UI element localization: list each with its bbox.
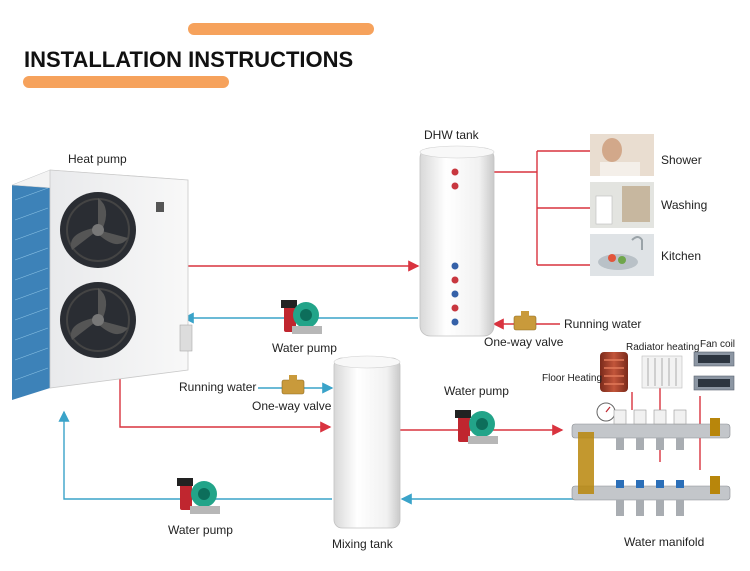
title-banner: INSTALLATION INSTRUCTIONS [23,23,374,88]
label-one-way-valve-mid: One-way valve [252,399,332,413]
heat-pump-unit: Heat pump [11,152,193,400]
hp-connector [179,324,193,352]
label-washing: Washing [661,198,707,212]
one-way-valve-top: Running water One-way valve [484,311,641,349]
label-heat-pump: Heat pump [68,152,127,166]
page-title: INSTALLATION INSTRUCTIONS [24,47,353,72]
label-one-way-valve-top: One-way valve [484,335,564,349]
label-water-manifold: Water manifold [624,535,704,549]
label-kitchen: Kitchen [661,249,701,263]
label-running-water-top: Running water [564,317,641,331]
pipes [58,150,701,505]
label-fan-coil: Fan coil [700,339,735,350]
pipe-mixing-to-hp [58,410,332,500]
label-running-water-mid: Running water [179,380,256,394]
label-mixing-tank: Mixing tank [332,537,394,551]
outlet-washing: Washing [590,182,707,228]
hp-badge [156,202,164,212]
floor-heating: Floor Heating [542,352,628,392]
title-bar-bottom [23,76,229,88]
outlet-kitchen: Kitchen [590,234,701,276]
label-floor-heating: Floor Heating [542,373,602,384]
water-manifold: Water manifold [571,402,731,549]
label-water-pump-bottom: Water pump [168,523,233,537]
water-pump-mid: Water pump [444,384,509,444]
label-radiator-heating: Radiator heating [626,342,699,353]
pipe-hp-to-mixing [119,378,332,433]
label-shower: Shower [661,153,702,167]
label-water-pump-top: Water pump [272,341,337,355]
fan-coil: Fan coil [693,339,735,391]
mixing-tank-body [333,357,401,529]
one-way-valve-mid: Running water One-way valve [179,375,332,413]
radiator: Radiator heating [626,342,699,389]
title-bar-top [188,23,374,35]
label-dhw-tank: DHW tank [424,128,480,142]
water-pump-bottom: Water pump [168,478,233,537]
outlet-shower: Shower [590,134,702,176]
dhw-tank: DHW tank [419,128,495,337]
label-water-pump-mid: Water pump [444,384,509,398]
mixing-tank: Mixing tank [332,355,401,551]
water-pump-top: Water pump [272,300,337,355]
hp-side-coil [12,170,50,400]
